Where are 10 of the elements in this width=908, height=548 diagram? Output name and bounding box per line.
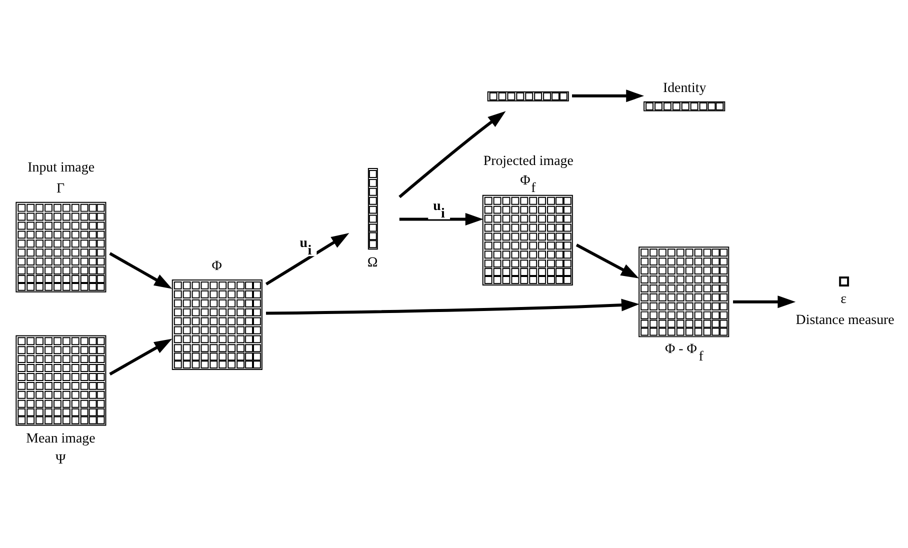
node-label: Ω xyxy=(367,255,378,270)
node-label: Mean image xyxy=(26,431,96,446)
node-label: ε xyxy=(840,292,846,308)
node-label: Γ xyxy=(56,182,65,197)
node-label: Input image xyxy=(28,160,95,176)
node-label: Projected image xyxy=(483,154,574,169)
node-label: Identity xyxy=(662,81,706,96)
node-label: Distance measure xyxy=(796,312,894,328)
node-label: Φ xyxy=(212,259,222,274)
node-label: Ψ xyxy=(55,452,66,468)
